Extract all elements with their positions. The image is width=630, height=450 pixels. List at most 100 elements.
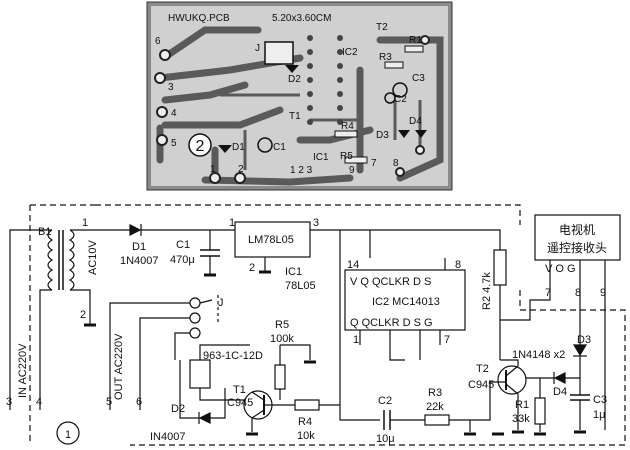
ic1-pin-1: 1 [229, 217, 235, 229]
wire-d2 [179, 360, 226, 419]
label-c2-value: 10μ [376, 433, 395, 445]
pcb-label-d1: D1 [232, 142, 245, 153]
label-ac10v: AC10V [87, 239, 99, 275]
label-in-ac220v: IN AC220V [17, 343, 29, 398]
label-tv-module-line1: 电视机 [559, 222, 595, 237]
transformer-b1 [47, 229, 75, 291]
wire-ic2-clk [389, 330, 405, 361]
pcb-pin-2: 2 [238, 164, 244, 175]
schematic [9, 204, 626, 446]
label-c3: C3 [593, 394, 607, 406]
label-c2: C2 [378, 395, 392, 407]
pcb-label-r3: R3 [379, 52, 392, 63]
tv-pin-7: 7 [545, 287, 551, 299]
transistor-t2 [497, 365, 527, 395]
label-c1-value: 470μ [170, 254, 195, 266]
label-d1-part: 1N4007 [120, 255, 159, 267]
wire-relay-to-out [109, 302, 190, 410]
label-t1: T1 [233, 384, 246, 396]
pcb-pin-7: 7 [371, 158, 377, 169]
enclosure-dashed-top [95, 204, 521, 225]
relay-contact-1 [189, 297, 201, 309]
pcb-figure-circle [188, 133, 212, 157]
wire-relay-common [174, 332, 190, 360]
relay-label-j: J [218, 297, 224, 309]
pcb-pin-123: 1 2 3 [290, 165, 313, 176]
wire-primary-1 [9, 229, 52, 400]
pcb-label-r4: R4 [341, 121, 354, 132]
label-d3: D3 [577, 334, 591, 346]
pin-label-4: 4 [36, 396, 42, 408]
ic2-pin-14: 14 [347, 259, 359, 271]
pin-label-1: 1 [82, 217, 88, 229]
pcb-layout: 2 HWUKQ.PCB 5.20x3.60CM J D2 IC2 T2 R1 R… [146, 1, 453, 191]
pcb-pin-9: 9 [349, 165, 355, 176]
relay-contact-3 [189, 327, 201, 339]
wire-primary-2 [39, 289, 52, 400]
relay-contact-2 [189, 312, 201, 324]
resistor-r5 [274, 364, 286, 390]
label-r1: R1 [515, 399, 529, 411]
pcb-label-t1: T1 [289, 111, 301, 122]
label-d2-part: IN4007 [150, 431, 185, 443]
pin-label-2: 2 [80, 309, 86, 321]
wire-relay-to-out-2 [139, 317, 190, 410]
wire-5v-rail [310, 229, 501, 250]
ic2-pin-8: 8 [455, 259, 461, 271]
pcb-label-c1: C1 [273, 142, 286, 153]
label-tv-pins: V O G [545, 263, 576, 275]
resistor-r4 [294, 399, 320, 411]
ic2-pin-1: 1 [353, 334, 359, 346]
pin-label-6: 6 [136, 396, 142, 408]
pcb-label-d2: D2 [288, 74, 301, 85]
enclosure-dashed-right [130, 290, 626, 446]
wire-t2-collector [500, 359, 519, 366]
label-r3: R3 [428, 387, 442, 399]
tv-pin-8: 8 [575, 287, 581, 299]
pcb-label-r5: R5 [340, 151, 353, 162]
wire-secondary-bottom [70, 289, 91, 325]
pcb-traces [156, 26, 444, 186]
pcb-label-c2: C2 [394, 94, 407, 105]
label-ic2-bottom-pins: Q QCLKR D S G [350, 317, 433, 329]
pcb-resistors [334, 45, 424, 164]
label-ic1-part: 78L05 [285, 280, 316, 292]
label-d3-part: 1N4148 x2 [512, 349, 565, 361]
label-r5: R5 [275, 319, 289, 331]
label-c3-value: 1μ [593, 409, 605, 421]
ic1-box [234, 221, 311, 258]
pcb-pin-4: 4 [171, 108, 177, 119]
pcb-relay-j [264, 41, 294, 65]
ic1-pin-3: 3 [313, 217, 319, 229]
schematic-figure-number: 1 [65, 429, 71, 441]
wire-r5-top [280, 344, 311, 360]
resistor-r3 [424, 414, 450, 426]
pcb-label-d3: D3 [376, 130, 389, 141]
ic2-box [344, 269, 466, 331]
pcb-pin-6: 6 [155, 36, 161, 47]
label-tv-module-line2: 遥控接收头 [547, 240, 607, 255]
pcb-label-d4: D4 [409, 116, 422, 127]
label-r1-value: 33k [512, 413, 530, 425]
pcb-pin-8: 8 [393, 158, 399, 169]
diode-d4 [553, 372, 566, 384]
pcb-pin-5: 5 [171, 138, 177, 149]
figure-circle-1 [56, 421, 80, 445]
pcb-thin-traces [220, 93, 422, 170]
pcb-figure-number: 2 [196, 138, 205, 155]
label-r4-value: 10k [297, 430, 315, 442]
label-out-ac220v: OUT AC220V [113, 333, 125, 400]
label-t1-part: C945 [227, 397, 253, 409]
ic2-pin-7: 7 [444, 334, 450, 346]
label-ic2-chip: IC2 MC14013 [372, 296, 440, 308]
label-c1: C1 [176, 239, 190, 251]
tv-receiver-module [534, 214, 621, 261]
pcb-connector-pads [154, 35, 430, 184]
label-r4: R4 [298, 416, 312, 428]
label-r2: R2 4.7k [481, 272, 493, 310]
pcb-capacitors [257, 82, 408, 153]
label-t2-part: C945 [468, 379, 494, 391]
label-t2: T2 [476, 363, 489, 375]
